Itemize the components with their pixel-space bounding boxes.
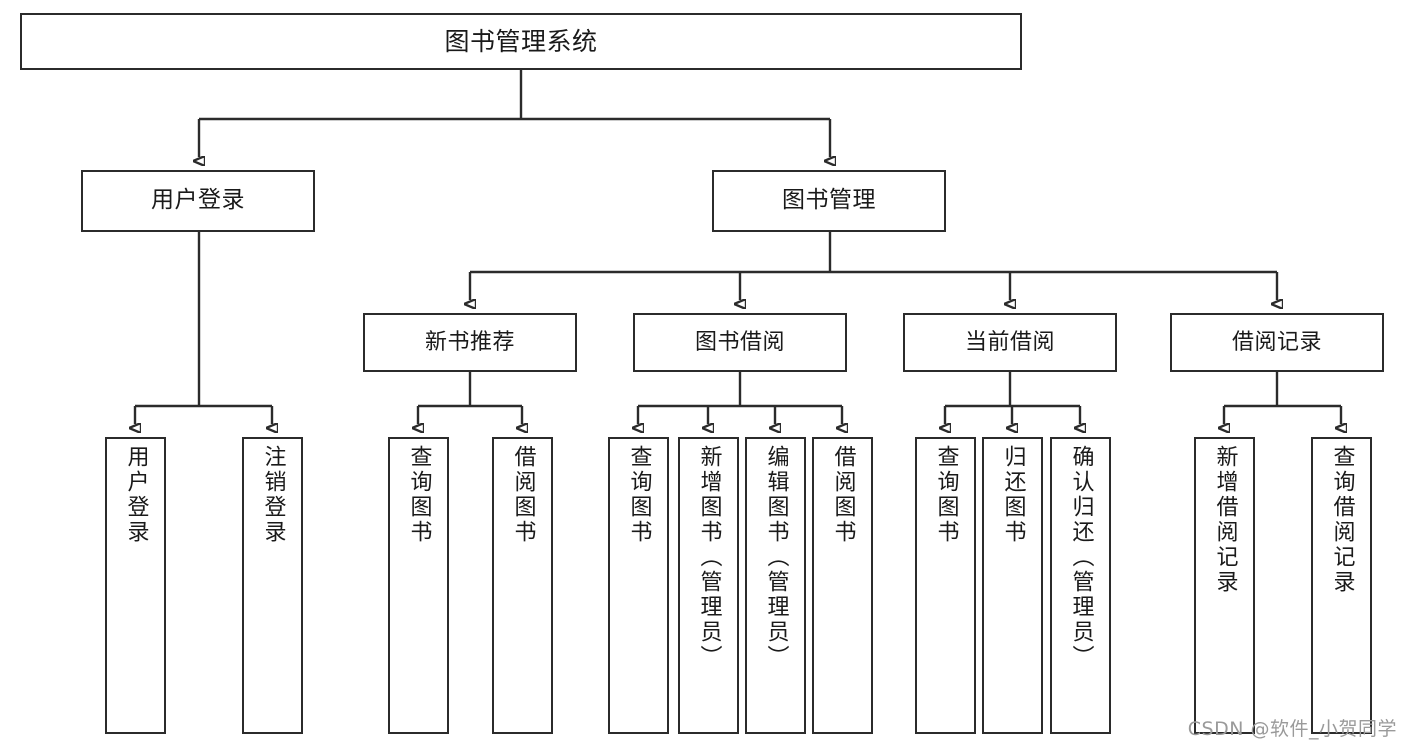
node-leaf-query-record-label: 查询借阅记录: [1329, 445, 1355, 595]
node-leaf-logout-label: 注销登录: [260, 445, 286, 545]
node-book-borrow-label: 图书借阅: [694, 329, 785, 355]
node-leaf-borrow-book-1-label: 借阅图书: [510, 445, 536, 545]
node-borrow-record[interactable]: 借阅记录: [1170, 313, 1384, 372]
node-leaf-confirm-return[interactable]: 确认归还（管理员）: [1050, 437, 1111, 734]
node-leaf-edit-book-label: 编辑图书（管理员）: [763, 445, 789, 670]
node-borrow-record-label: 借阅记录: [1231, 329, 1322, 355]
node-new-book-rec-label: 新书推荐: [424, 329, 515, 355]
node-leaf-query-book-2-label: 查询图书: [626, 445, 652, 545]
node-leaf-borrow-book-2[interactable]: 借阅图书: [812, 437, 873, 734]
node-current-borrow-label: 当前借阅: [964, 329, 1055, 355]
node-book-manage-label: 图书管理: [782, 187, 876, 214]
node-leaf-edit-book[interactable]: 编辑图书（管理员）: [745, 437, 806, 734]
node-leaf-add-record-label: 新增借阅记录: [1212, 445, 1238, 595]
node-leaf-query-book-3-label: 查询图书: [933, 445, 959, 545]
node-book-borrow[interactable]: 图书借阅: [633, 313, 847, 372]
node-leaf-logout[interactable]: 注销登录: [242, 437, 303, 734]
node-leaf-return-book[interactable]: 归还图书: [982, 437, 1043, 734]
node-leaf-query-book-2[interactable]: 查询图书: [608, 437, 669, 734]
node-leaf-confirm-return-label: 确认归还（管理员）: [1068, 445, 1094, 670]
node-leaf-add-record[interactable]: 新增借阅记录: [1194, 437, 1255, 734]
node-user-login-label: 用户登录: [151, 187, 245, 214]
node-book-manage[interactable]: 图书管理: [712, 170, 946, 232]
node-leaf-user-login[interactable]: 用户登录: [105, 437, 166, 734]
node-leaf-borrow-book-2-label: 借阅图书: [830, 445, 856, 545]
node-leaf-add-book-label: 新增图书（管理员）: [696, 445, 722, 670]
watermark: CSDN @软件_小贺同学: [1187, 718, 1397, 740]
node-new-book-rec[interactable]: 新书推荐: [363, 313, 577, 372]
node-leaf-return-book-label: 归还图书: [1000, 445, 1026, 545]
node-root[interactable]: 图书管理系统: [20, 13, 1022, 70]
node-root-label: 图书管理系统: [444, 26, 598, 56]
node-current-borrow[interactable]: 当前借阅: [903, 313, 1117, 372]
node-leaf-query-book-3[interactable]: 查询图书: [915, 437, 976, 734]
node-leaf-query-record[interactable]: 查询借阅记录: [1311, 437, 1372, 734]
node-user-login[interactable]: 用户登录: [81, 170, 315, 232]
node-leaf-query-book-1[interactable]: 查询图书: [388, 437, 449, 734]
node-leaf-user-login-label: 用户登录: [123, 445, 149, 545]
node-leaf-query-book-1-label: 查询图书: [406, 445, 432, 545]
node-leaf-borrow-book-1[interactable]: 借阅图书: [492, 437, 553, 734]
node-leaf-add-book[interactable]: 新增图书（管理员）: [678, 437, 739, 734]
